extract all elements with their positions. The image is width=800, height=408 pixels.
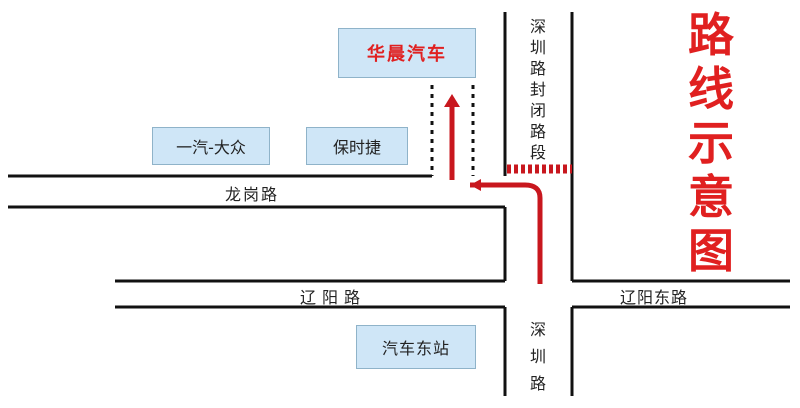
huachen-box: 华晨汽车 — [338, 28, 476, 78]
map-title: 路线示意图 — [688, 8, 734, 278]
route-arrow-head-left — [470, 179, 481, 191]
faw-vw-box: 一汽-大众 — [152, 127, 270, 165]
route-arrow-main — [470, 182, 543, 284]
road-label-shenzhen-south: 深圳路 — [529, 320, 546, 393]
porsche-box: 保时捷 — [306, 127, 408, 165]
road-label-shenzhen-closed: 深圳路封闭路段 — [529, 17, 546, 162]
bus-station-box: 汽车东站 — [356, 325, 476, 369]
road-label-liaoyang: 辽阳路 — [300, 288, 367, 307]
road-label-longgang: 龙岗路 — [225, 185, 280, 204]
road-label-liaoyang-east: 辽阳东路 — [620, 288, 689, 307]
route-arrow-head-up — [444, 94, 460, 107]
